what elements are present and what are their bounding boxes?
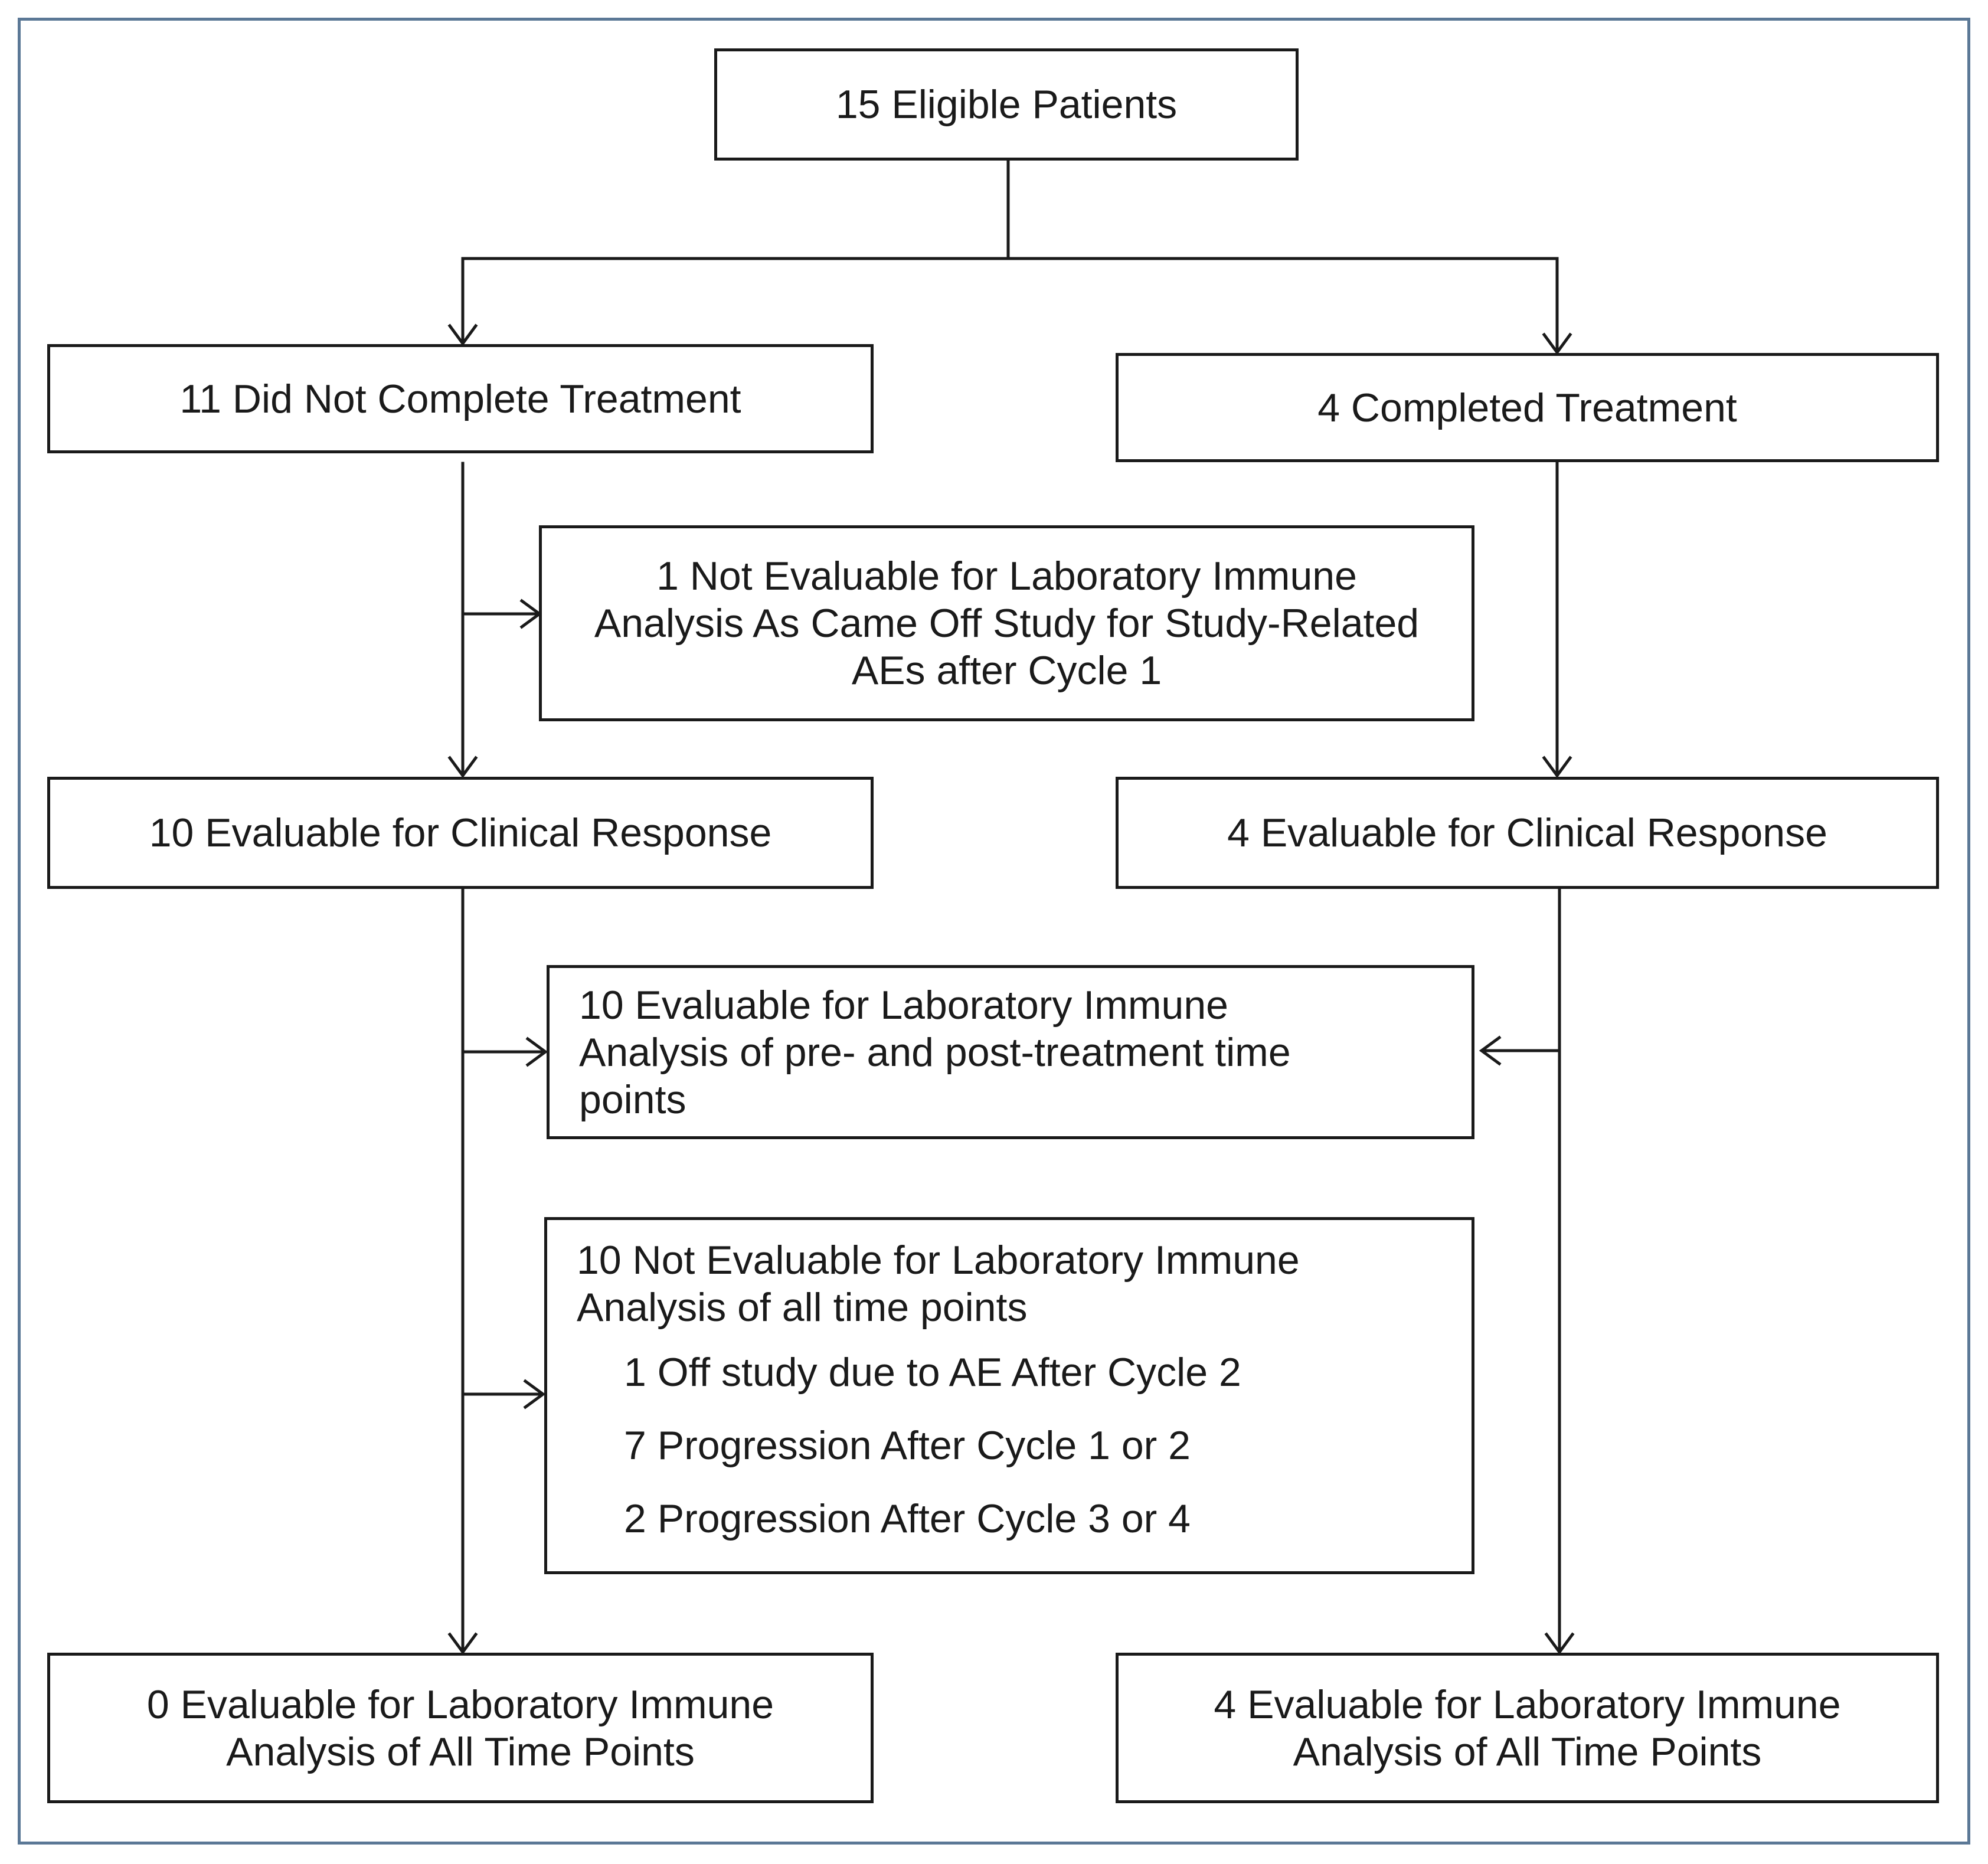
reason-item-progression-cycle-1-2: 7 Progression After Cycle 1 or 2 — [624, 1422, 1191, 1468]
reason-item-progression-cycle-3-4: 2 Progression After Cycle 3 or 4 — [624, 1496, 1191, 1541]
box-right-all-time-points-line-1: 4 Evaluable for Laboratory Immune — [1214, 1682, 1841, 1727]
box-completed-treatment: 4 Completed Treatment — [1116, 353, 1939, 462]
box-not-evaluable-all-points-line-2: Analysis of all time points — [577, 1284, 1028, 1330]
box-not-evaluable-ae-line-3: AEs after Cycle 1 — [851, 648, 1162, 693]
reason-item-ae-cycle-2: 1 Off study due to AE After Cycle 2 — [624, 1349, 1241, 1395]
box-eligible-patients-label: 15 Eligible Patients — [835, 82, 1178, 127]
box-not-evaluable-ae: 1 Not Evaluable for Laboratory Immune An… — [539, 525, 1474, 721]
box-left-all-time-points: 0 Evaluable for Laboratory Immune Analys… — [47, 1653, 874, 1803]
box-completed-treatment-label: 4 Completed Treatment — [1317, 385, 1737, 430]
box-evaluable-pre-post: 10 Evaluable for Laboratory Immune Analy… — [547, 965, 1474, 1139]
box-evaluable-pre-post-line-3: points — [579, 1077, 686, 1122]
box-not-evaluable-ae-line-2: Analysis As Came Off Study for Study-Rel… — [594, 601, 1420, 646]
box-not-evaluable-ae-line-1: 1 Not Evaluable for Laboratory Immune — [656, 554, 1357, 599]
box-left-clinical-response: 10 Evaluable for Clinical Response — [47, 777, 874, 889]
box-not-evaluable-all-points-line-1: 10 Not Evaluable for Laboratory Immune — [577, 1237, 1300, 1283]
box-right-clinical-response: 4 Evaluable for Clinical Response — [1116, 777, 1939, 889]
box-did-not-complete: 11 Did Not Complete Treatment — [47, 344, 874, 453]
box-evaluable-pre-post-line-1: 10 Evaluable for Laboratory Immune — [579, 982, 1228, 1028]
box-right-clinical-response-label: 4 Evaluable for Clinical Response — [1227, 810, 1827, 855]
box-left-all-time-points-line-2: Analysis of All Time Points — [226, 1729, 695, 1774]
box-eligible-patients: 15 Eligible Patients — [714, 48, 1299, 161]
box-did-not-complete-label: 11 Did Not Complete Treatment — [179, 376, 741, 421]
box-right-all-time-points: 4 Evaluable for Laboratory Immune Analys… — [1116, 1653, 1939, 1803]
box-not-evaluable-all-points: 10 Not Evaluable for Laboratory Immune A… — [544, 1217, 1474, 1574]
box-right-all-time-points-line-2: Analysis of All Time Points — [1293, 1729, 1762, 1774]
box-left-clinical-response-label: 10 Evaluable for Clinical Response — [149, 810, 772, 855]
box-left-all-time-points-line-1: 0 Evaluable for Laboratory Immune — [146, 1682, 774, 1727]
box-evaluable-pre-post-line-2: Analysis of pre- and post-treatment time — [579, 1029, 1291, 1075]
